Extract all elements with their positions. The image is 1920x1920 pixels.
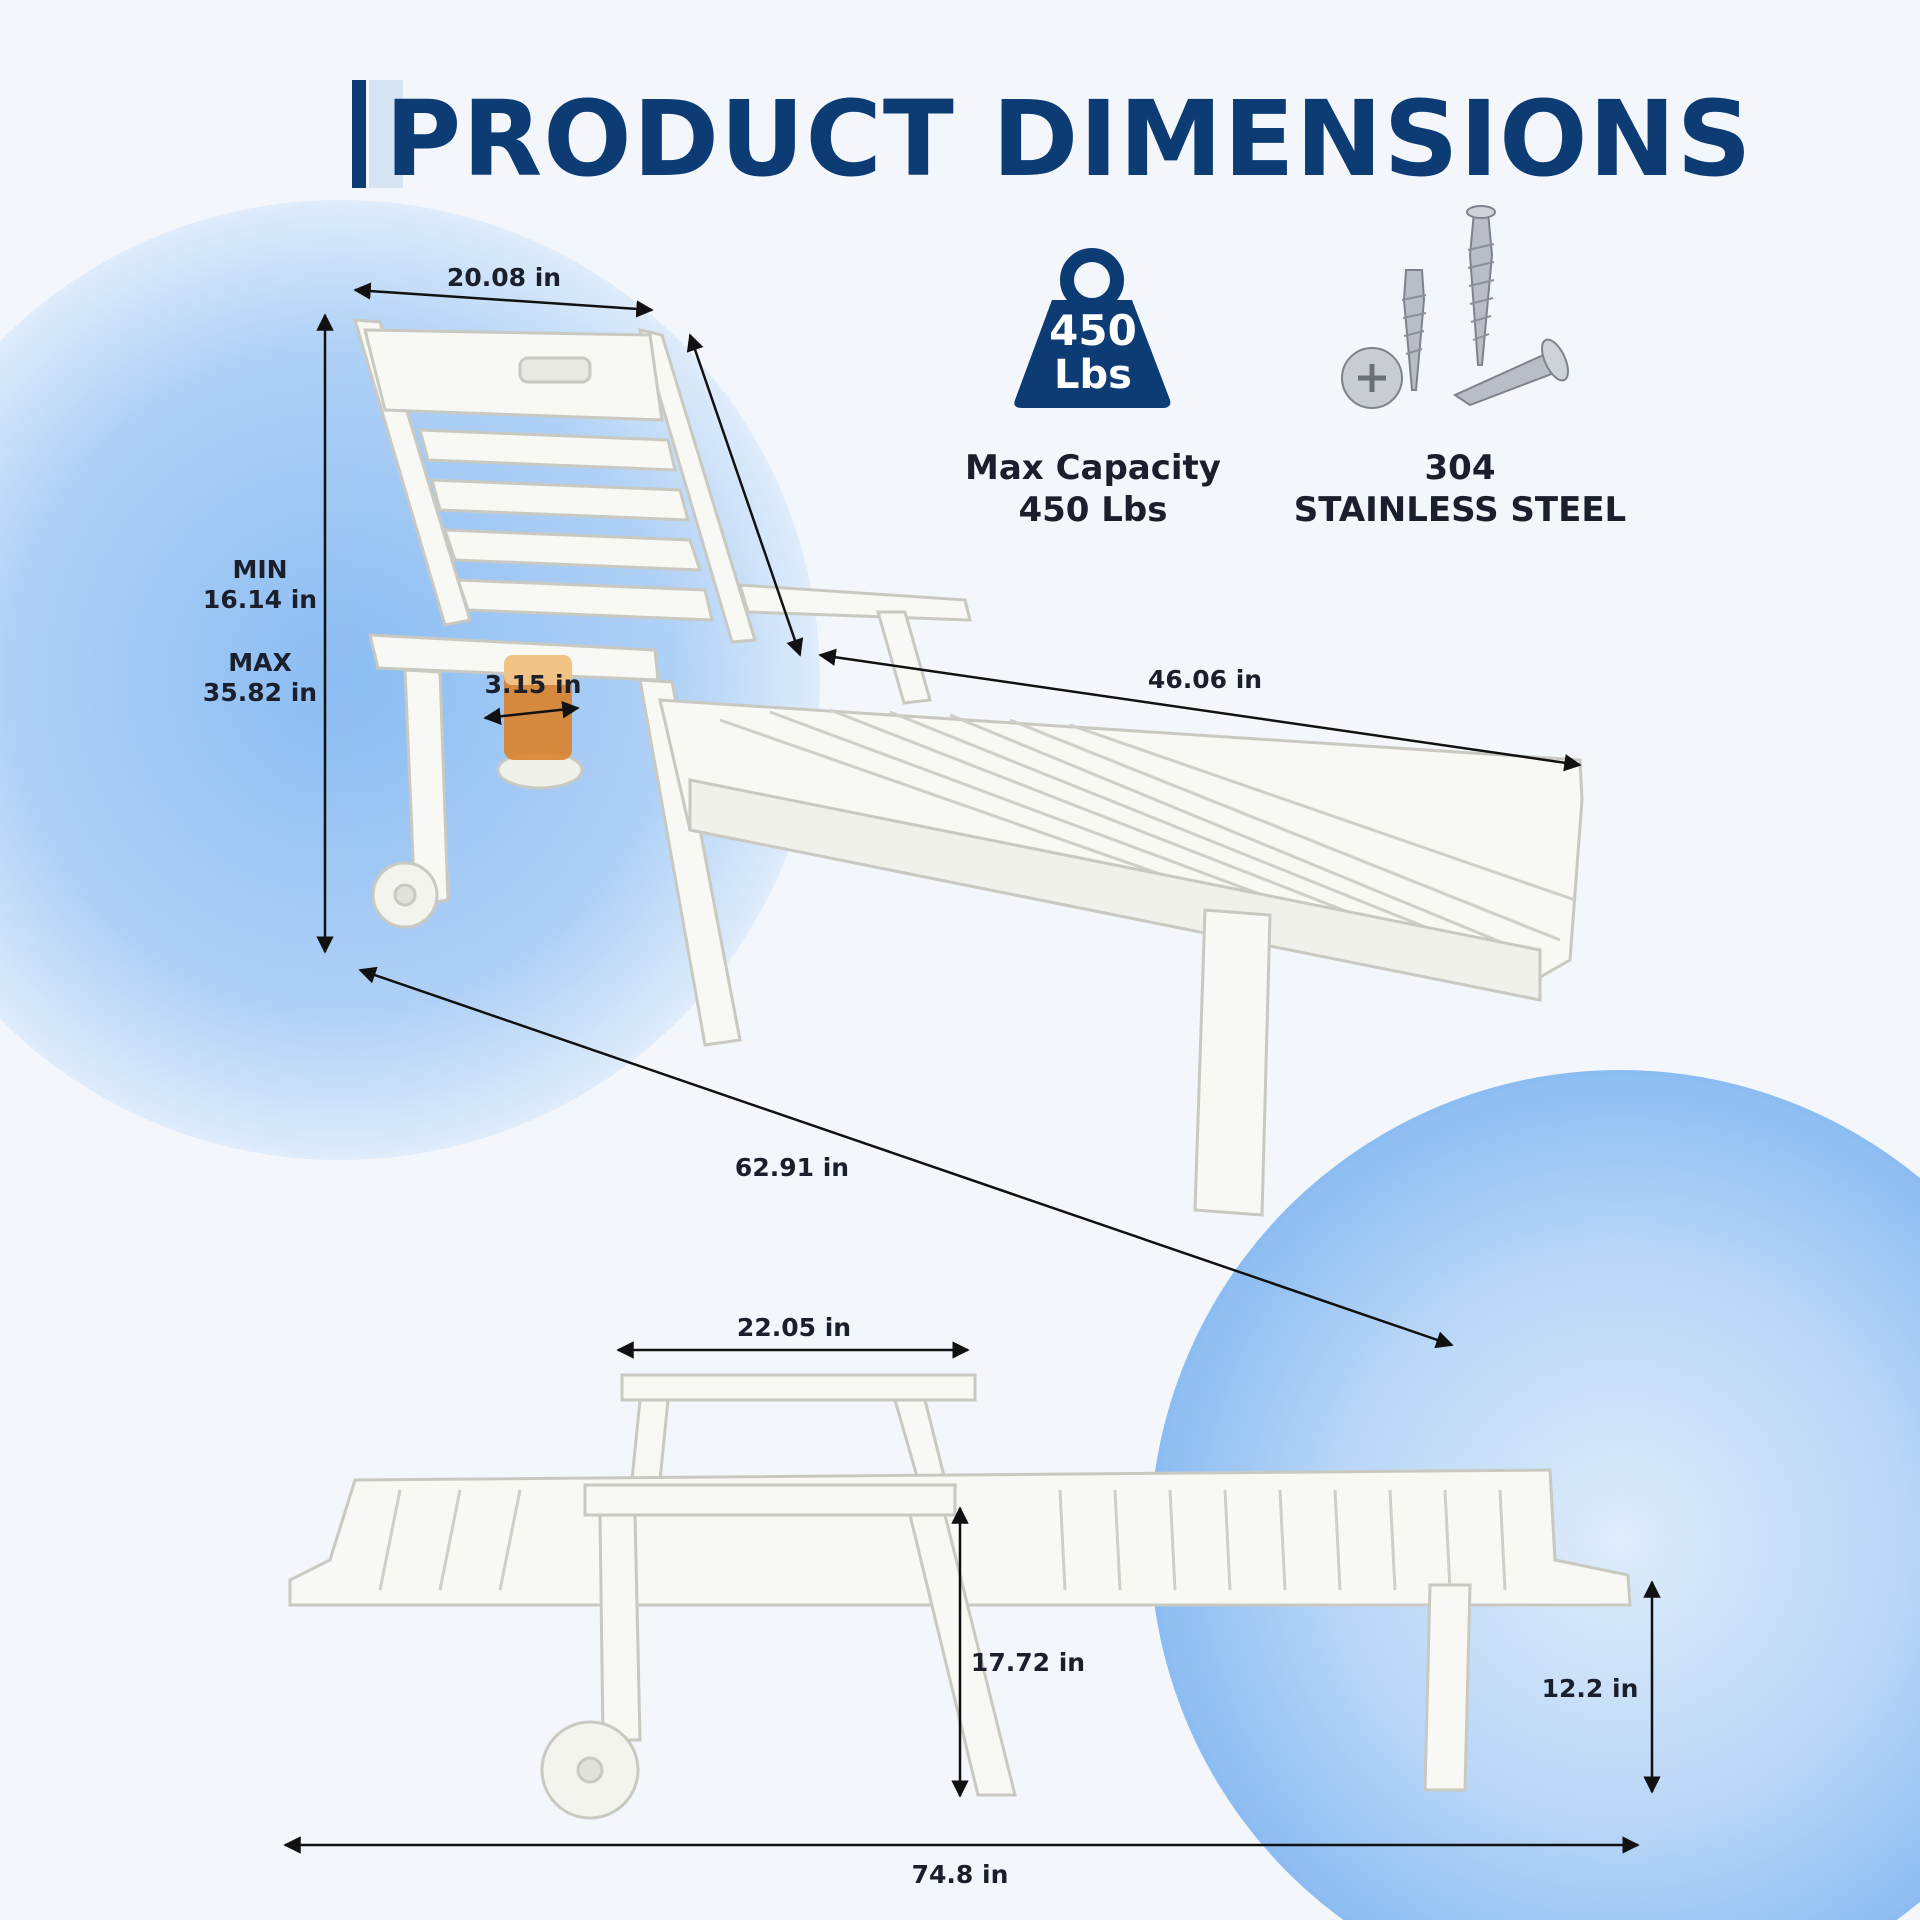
weight-badge-unit: Lbs bbox=[1054, 352, 1132, 398]
capacity-line-1: Max Capacity bbox=[965, 448, 1221, 488]
steel-line-2: STAINLESS STEEL bbox=[1293, 490, 1627, 530]
capacity-line-2: 450 Lbs bbox=[1018, 490, 1168, 530]
dim-line-cup-holder bbox=[483, 700, 580, 726]
dim-line-backrest-length bbox=[686, 333, 804, 657]
dim-label-flat-width: 22.05 in bbox=[736, 1313, 852, 1342]
height-min-label: MIN bbox=[232, 555, 288, 584]
steel-line-1: 304 bbox=[1424, 448, 1496, 488]
weight-icon bbox=[1014, 248, 1171, 408]
dim-label-cup-holder: 3.15 in bbox=[484, 670, 582, 699]
weight-badge-value: 450 bbox=[1049, 306, 1137, 355]
page-title: PRODUCT DIMENSIONS bbox=[385, 78, 1753, 200]
dim-line-total-length bbox=[358, 966, 1454, 1349]
dim-label-backrest-width: 20.08 in bbox=[446, 263, 562, 292]
dim-line-backrest-width bbox=[353, 282, 654, 318]
dim-label-armrest-height: 17.72 in bbox=[970, 1648, 1086, 1677]
dim-label-flat-length: 74.8 in bbox=[911, 1860, 1009, 1889]
height-max-label: MAX bbox=[228, 648, 292, 677]
height-max-value: 35.82 in bbox=[202, 678, 318, 707]
steel-label: 304 STAINLESS STEEL bbox=[1294, 447, 1626, 531]
dim-line-seat-length bbox=[818, 648, 1582, 772]
title-accent-bar bbox=[352, 80, 366, 188]
title-accent-bar-light bbox=[369, 80, 403, 188]
dimension-lines bbox=[283, 282, 1661, 1854]
dim-label-height-min: MIN 16.14 in bbox=[203, 555, 317, 615]
dim-label-height-max: MAX 35.82 in bbox=[203, 648, 317, 708]
dim-label-total-length: 62.91 in bbox=[734, 1153, 850, 1182]
screws-icon bbox=[1341, 205, 1569, 409]
dim-label-seat-height: 12.2 in bbox=[1541, 1674, 1639, 1703]
height-min-value: 16.14 in bbox=[202, 585, 318, 614]
dim-label-seat-length: 46.06 in bbox=[1147, 665, 1263, 694]
capacity-label: Max Capacity 450 Lbs bbox=[965, 447, 1221, 531]
